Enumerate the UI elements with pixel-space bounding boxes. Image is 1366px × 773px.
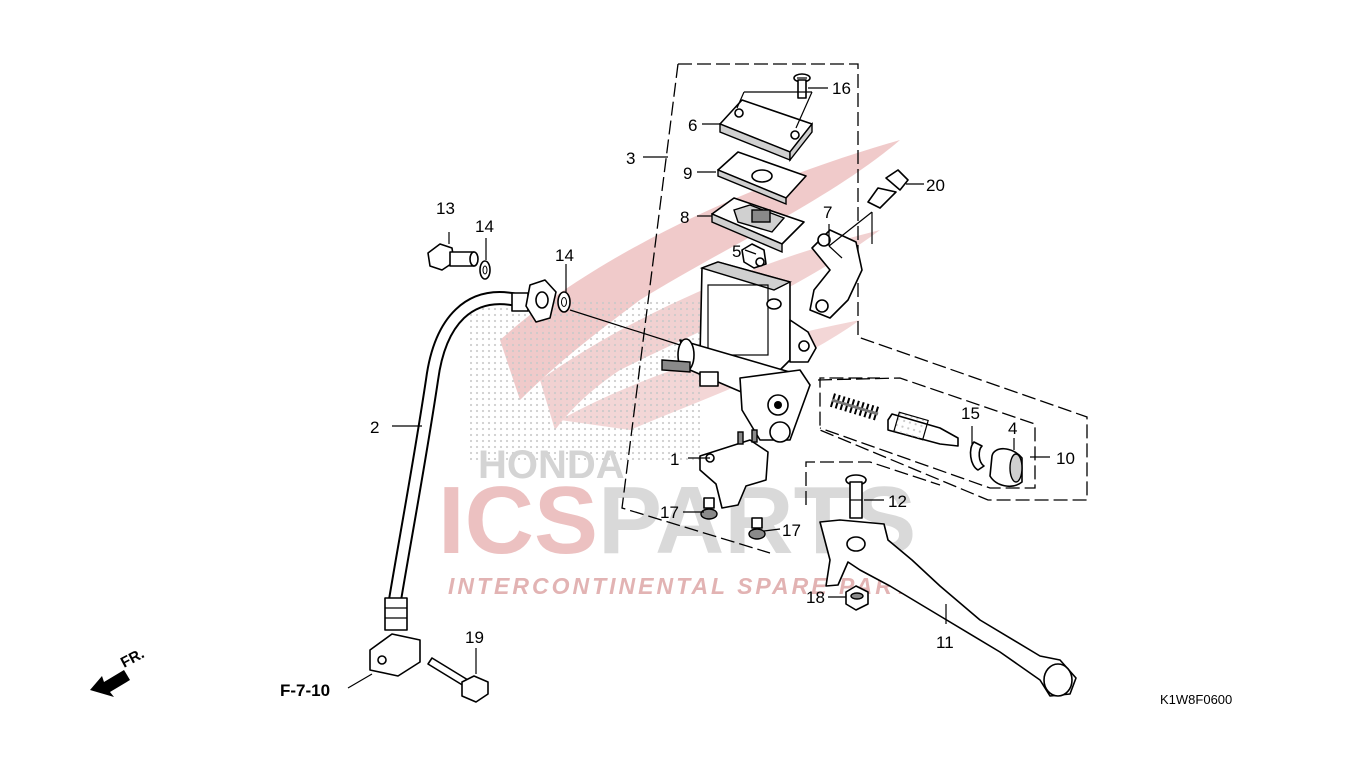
callout-6: 6: [688, 116, 697, 135]
lever-pivot-bolt: [845, 474, 867, 519]
callout-16: 16: [832, 79, 851, 98]
watermark-brand-red: ICS: [438, 467, 598, 574]
alignment-line: [569, 309, 681, 346]
circlip: [969, 441, 985, 471]
assembly-outline-10: [817, 377, 1036, 489]
assembly-outline-3: [621, 63, 1088, 554]
callout-9: 9: [683, 164, 692, 183]
callout-18: 18: [806, 588, 825, 607]
piston-boot: [989, 447, 1023, 488]
switch-screw-left: [700, 497, 718, 520]
page-reference: F-7-10: [280, 681, 330, 700]
brake-hose: [369, 279, 557, 677]
piston: [887, 411, 959, 447]
diaphragm: [711, 197, 805, 254]
callout-17-left: 17: [660, 503, 679, 522]
sealing-washer-left: [479, 260, 491, 280]
callout-11: 11: [936, 633, 954, 652]
callout-14-right: 14: [555, 246, 574, 265]
reservoir-cap: [719, 99, 813, 163]
leader-lines: [347, 87, 1050, 689]
callout-15: 15: [961, 404, 980, 423]
front-label: FR.: [118, 645, 147, 671]
front-arrow-icon: [90, 670, 130, 697]
watermark-honda-word: HONDA: [478, 443, 625, 487]
callout-14-left: 14: [475, 217, 494, 236]
watermark-dots: [470, 300, 700, 460]
callout-7: 7: [823, 203, 832, 222]
holder-clamp: [809, 229, 863, 319]
callout-3: 3: [626, 149, 635, 168]
callout-8: 8: [680, 208, 689, 227]
joint-bolt: [427, 657, 489, 703]
master-cylinder-body: [661, 261, 817, 443]
callouts: 1 2 3 4 5 6 7 8 9 10 11 12 13 14 14 15 1…: [370, 79, 1075, 652]
cap-screw: [793, 73, 811, 99]
assembly-outline-11: [805, 461, 941, 505]
sealing-washer-right: [557, 291, 571, 313]
callout-12: 12: [888, 492, 907, 511]
callout-17-right: 17: [782, 521, 801, 540]
banjo-bolt: [427, 243, 479, 271]
brake-light-switch: [699, 429, 769, 509]
callout-4: 4: [1008, 419, 1017, 438]
pivot-nut: [845, 585, 869, 611]
callout-20: 20: [926, 176, 945, 195]
diagram-code: K1W8F0600: [1160, 692, 1232, 707]
diaphragm-plate: [717, 151, 807, 206]
brake-lever: [819, 519, 1077, 697]
callout-1: 1: [670, 450, 679, 469]
switch-screw-right: [748, 517, 766, 540]
piston-spring: [829, 393, 881, 421]
callout-13: 13: [436, 199, 455, 218]
holder-bolt: [867, 169, 909, 209]
callout-5: 5: [732, 242, 741, 261]
float-clip: [741, 243, 767, 269]
front-indicator: FR.: [90, 645, 147, 697]
callout-10: 10: [1056, 449, 1075, 468]
callout-19: 19: [465, 628, 484, 647]
callout-2: 2: [370, 418, 379, 437]
